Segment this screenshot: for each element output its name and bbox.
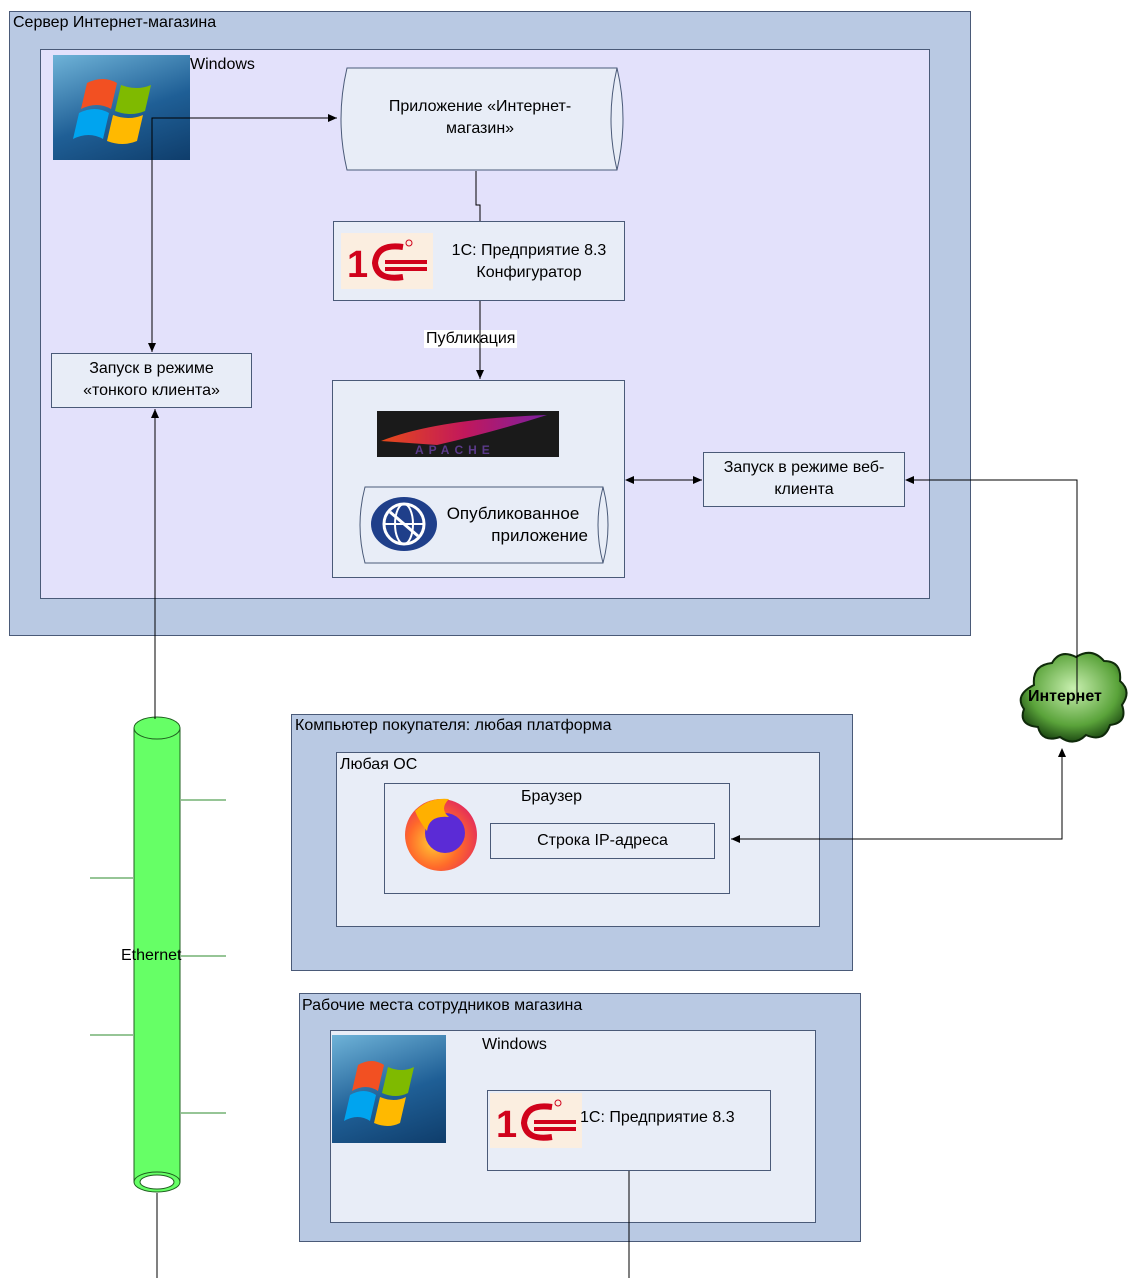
address-bar bbox=[490, 823, 715, 859]
apache-feather-icon: APACHE bbox=[377, 411, 559, 457]
apache-logo-text: APACHE bbox=[415, 443, 495, 457]
staff-title: Рабочие места сотрудников магазина bbox=[302, 997, 583, 1014]
app-label-line1: Приложение «Интернет- bbox=[388, 98, 572, 115]
app-cylinder-shape bbox=[340, 67, 624, 171]
svg-text:1: 1 bbox=[347, 244, 368, 286]
published-app-label: Опубликованное приложение bbox=[438, 503, 588, 547]
app-to-configurator-line bbox=[475, 171, 481, 221]
published-app-label-line2: приложение bbox=[491, 526, 588, 545]
configurator-label-line2: Конфигуратор bbox=[476, 264, 582, 281]
configurator-label: 1С: Предприятие 8.3 Конфигуратор bbox=[436, 240, 622, 284]
address-bar-label: Строка IP-адреса bbox=[537, 832, 668, 849]
staff-windows-logo-icon bbox=[332, 1035, 446, 1143]
1c-logo-icon: 1 bbox=[341, 233, 433, 289]
server-title: Сервер Интернет-магазина bbox=[13, 14, 217, 31]
webclient-internet-arrow bbox=[905, 476, 1078, 704]
firefox-icon bbox=[399, 791, 483, 873]
app-label-line2: магазин» bbox=[445, 120, 515, 137]
published-app-label-line1: Опубликованное bbox=[446, 504, 580, 523]
ethernet-cylinder bbox=[133, 716, 181, 1193]
thin-client-label-line1: Запуск в режиме bbox=[89, 360, 214, 377]
windows-to-app-arrow bbox=[151, 114, 337, 122]
thin-client-label: Запуск в режиме «тонкого клиента» bbox=[51, 358, 252, 402]
publish-label: Публикация bbox=[424, 330, 518, 348]
windows-logo-icon bbox=[53, 55, 190, 160]
internet-label: Интернет bbox=[1028, 688, 1102, 705]
server-os-label: Windows bbox=[190, 56, 255, 73]
web-client-label: Запуск в режиме веб- клиента bbox=[703, 457, 905, 501]
cloud-icon bbox=[1012, 645, 1132, 750]
configurator-label-line1: 1С: Предприятие 8.3 bbox=[451, 242, 607, 259]
web-client-label-line1: Запуск в режиме веб- bbox=[723, 459, 885, 476]
buyer-os-label: Любая ОС bbox=[340, 756, 418, 773]
internet-browser-arrow bbox=[731, 748, 1066, 843]
app-label: Приложение «Интернет- магазин» bbox=[345, 96, 615, 140]
thin-client-label-line2: «тонкого клиента» bbox=[83, 382, 220, 399]
buyer-title: Компьютер покупателя: любая платформа bbox=[295, 717, 612, 734]
thin-client-box bbox=[51, 353, 252, 408]
globe-icon bbox=[370, 496, 438, 552]
ethernet-label: Ethernet bbox=[121, 947, 182, 964]
staff-1c-label: 1С: Предприятие 8.3 bbox=[580, 1109, 735, 1126]
svg-text:1: 1 bbox=[496, 1104, 517, 1146]
staff-os-label: Windows bbox=[482, 1036, 547, 1053]
staff-1c-logo-icon: 1 bbox=[490, 1093, 582, 1148]
browser-label: Браузер bbox=[521, 788, 583, 805]
web-client-box bbox=[703, 452, 905, 507]
web-client-label-line2: клиента bbox=[774, 481, 834, 498]
